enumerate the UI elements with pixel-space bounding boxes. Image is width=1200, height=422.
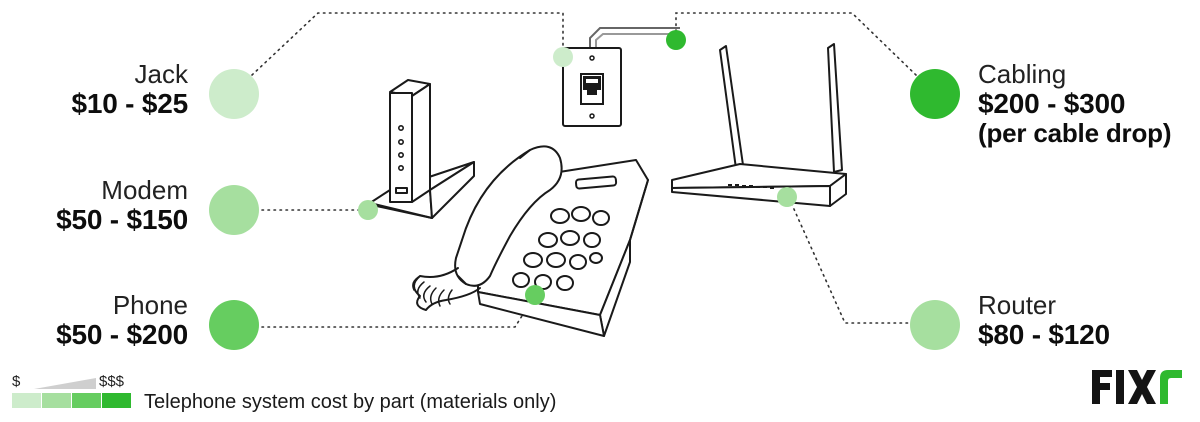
- router-illustration: [671, 43, 847, 207]
- cabling-label: Cabling $200 - $300 (per cable drop): [978, 60, 1171, 148]
- router-connector: [788, 197, 911, 324]
- legend-caption: Telephone system cost by part (materials…: [144, 391, 557, 413]
- jack-connector: [251, 12, 564, 76]
- legend-swatch-4: [102, 393, 131, 408]
- marker-dots: [358, 30, 797, 305]
- wall-jack-illustration: [562, 27, 680, 127]
- router-cost: $80 - $120: [978, 318, 1110, 350]
- phone-illustration: [412, 145, 649, 337]
- router-cost-dot: [910, 300, 960, 350]
- phone-cost-dot: [209, 300, 259, 350]
- jack-marker-dot: [553, 47, 573, 67]
- modem-illustration: [369, 79, 475, 219]
- legend-wedge-icon: [34, 378, 96, 389]
- cabling-note: (per cable drop): [978, 118, 1172, 149]
- router-name: Router: [978, 290, 1057, 320]
- fixr-logo-mark: [1092, 370, 1182, 404]
- router-label: Router $80 - $120: [978, 291, 1110, 350]
- phone-marker-dot: [525, 285, 545, 305]
- cabling-cost: $200 - $300: [978, 87, 1126, 119]
- legend-low-label: $: [12, 373, 21, 390]
- router-marker-dot: [777, 187, 797, 207]
- cabling-cost-dot: [910, 69, 960, 119]
- modem-name: Modem: [101, 175, 188, 205]
- legend-scale-bar: [12, 393, 132, 408]
- modem-cost: $50 - $150: [56, 203, 188, 235]
- jack-name: Jack: [134, 59, 188, 89]
- fixr-logo: [1092, 370, 1184, 410]
- cost-legend: $ $$$ Telephone system cost by part (mat…: [10, 373, 630, 417]
- legend-high-label: $$$: [99, 373, 125, 390]
- legend-swatch-1: [12, 393, 41, 408]
- legend-swatch-3: [72, 393, 101, 408]
- cabling-connector: [675, 12, 917, 76]
- legend-swatch-2: [42, 393, 71, 408]
- modem-label: Modem $50 - $150: [56, 176, 188, 235]
- modem-cost-dot: [209, 185, 259, 235]
- jack-cost: $10 - $25: [71, 87, 188, 119]
- phone-cost: $50 - $200: [56, 318, 188, 350]
- label-dots: [209, 69, 960, 350]
- cabling-marker-dot: [666, 30, 686, 50]
- jack-cost-dot: [209, 69, 259, 119]
- cabling-name: Cabling: [978, 59, 1067, 89]
- modem-marker-dot: [358, 200, 378, 220]
- jack-label: Jack $10 - $25: [71, 60, 188, 119]
- phone-label: Phone $50 - $200: [56, 291, 188, 350]
- phone-name: Phone: [112, 290, 188, 320]
